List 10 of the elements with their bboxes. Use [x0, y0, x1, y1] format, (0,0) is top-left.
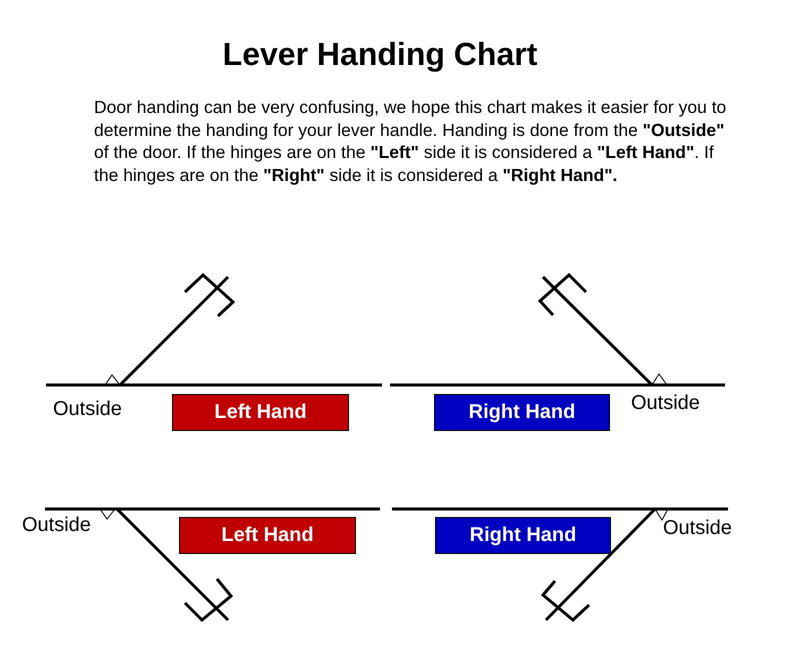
side-label: Outside — [631, 392, 700, 415]
chart-title: Lever Handing Chart — [222, 36, 538, 73]
side-label: Outside — [22, 514, 91, 537]
handing-label-box: Left Hand — [172, 394, 349, 431]
handing-label-box: Right Hand — [434, 394, 610, 431]
handing-label-box: Left Hand — [179, 517, 356, 554]
handing-label-box: Right Hand — [435, 517, 611, 554]
intro-paragraph: Door handing can be very confusing, we hope this chart makes it easier for you to determine the handing for your lever handle. Handing is done from the "Outside" of the door. If the hinges are on the "Left" side it is considered a "Left Hand". If the hinges are on the "Right" side it is considered a "Right Hand". — [94, 96, 728, 186]
side-label: Outside — [663, 517, 732, 540]
side-label: Outside — [53, 398, 122, 421]
